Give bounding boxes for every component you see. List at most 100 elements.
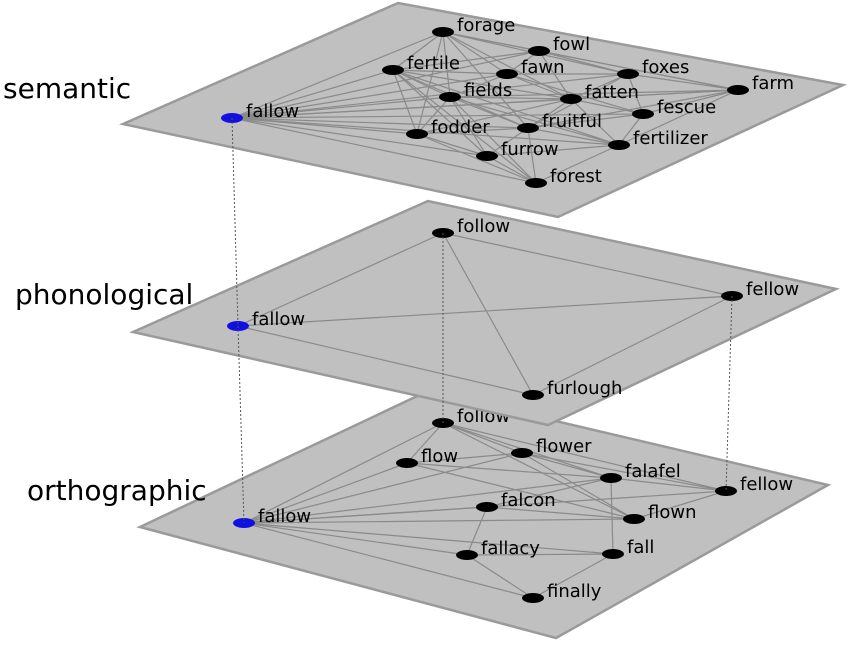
semantic-label-fawn: fawn bbox=[521, 57, 565, 78]
interlayer-link-fallow-semantic-phonological bbox=[231, 117, 239, 327]
semantic-label-fruitful: fruitful bbox=[542, 111, 602, 132]
orthographic-edge-fallacy-fall bbox=[466, 553, 614, 556]
semantic-edge-fertile-fertilizer bbox=[392, 69, 620, 146]
semantic-edge-forage-fields bbox=[442, 31, 451, 98]
semantic-edge-fields-fruitful bbox=[449, 96, 529, 129]
semantic-label-foxes: foxes bbox=[642, 57, 689, 78]
semantic-label-fields: fields bbox=[464, 80, 512, 101]
phonological-edge-fallow-follow bbox=[237, 232, 444, 327]
semantic-edge-fertile-fodder bbox=[392, 69, 418, 135]
phonological-node-furlough bbox=[522, 390, 544, 400]
interlayer-link-fellow-phonological-orthographic bbox=[725, 295, 733, 492]
semantic-edge-fatten-fertilizer bbox=[570, 98, 620, 146]
semantic-edge-fertile-fowl bbox=[392, 50, 540, 71]
semantic-edge-fowl-foxes bbox=[538, 50, 629, 75]
semantic-edge-fallow-furrow bbox=[231, 117, 488, 157]
semantic-edge-fodder-forest bbox=[416, 133, 537, 184]
phonological-edge-follow-fellow bbox=[442, 232, 733, 297]
semantic-edge-furrow-forest bbox=[486, 155, 537, 184]
semantic-node-fowl bbox=[528, 46, 550, 56]
orthographic-edge-follow-flow bbox=[406, 422, 444, 464]
semantic-edge-fallow-fertile bbox=[231, 69, 394, 119]
orthographic-edge-follow-flown bbox=[442, 422, 635, 520]
orthographic-edge-follow-flower bbox=[442, 422, 523, 454]
orthographic-edge-fellow-flown bbox=[633, 490, 727, 520]
orthographic-edge-flow-falafel bbox=[406, 462, 612, 479]
semantic-edge-fruitful-forest bbox=[527, 127, 537, 184]
orthographic-node-fellow bbox=[715, 486, 737, 496]
semantic-edge-fruitful-furrow bbox=[486, 127, 529, 157]
semantic-node-forest bbox=[525, 178, 547, 188]
phonological-layer-title: phonological bbox=[15, 278, 193, 311]
orthographic-label-fallacy: fallacy bbox=[481, 538, 540, 559]
orthographic-label-flown: flown bbox=[648, 502, 696, 523]
semantic-node-fatten bbox=[560, 94, 582, 104]
semantic-node-foxes bbox=[617, 69, 639, 79]
semantic-edge-fallow-forage bbox=[231, 31, 444, 119]
semantic-label-farm: farm bbox=[752, 73, 794, 94]
semantic-edge-farm-fescue bbox=[642, 89, 739, 115]
phonological-label-fellow: fellow bbox=[746, 279, 799, 300]
semantic-label-forage: forage bbox=[457, 15, 515, 36]
semantic-node-forage bbox=[432, 27, 454, 37]
semantic-label-fowl: fowl bbox=[553, 34, 590, 55]
orthographic-label-fellow: fellow bbox=[740, 474, 793, 495]
orthographic-edge-falafel-fellow bbox=[610, 477, 727, 492]
semantic-edge-fields-fatten bbox=[449, 96, 572, 100]
phonological-label-follow: follow bbox=[457, 216, 510, 237]
orthographic-node-fallacy bbox=[456, 550, 478, 560]
semantic-edge-farm-fertilizer bbox=[618, 89, 739, 146]
orthographic-edge-fallow-fallacy bbox=[243, 522, 468, 556]
semantic-edge-fatten-fruitful bbox=[527, 98, 572, 129]
orthographic-edge-follow-fellow bbox=[442, 422, 727, 492]
semantic-node-fertile bbox=[382, 65, 404, 75]
orthographic-edge-flow-flower bbox=[406, 452, 523, 464]
semantic-node-fertilizer bbox=[608, 140, 630, 150]
semantic-edge-fatten-fodder bbox=[416, 98, 572, 135]
semantic-label-furrow: furrow bbox=[501, 139, 559, 160]
semantic-node-farm bbox=[727, 85, 749, 95]
orthographic-edge-falafel-falcon bbox=[486, 477, 612, 508]
semantic-edge-fodder-furrow bbox=[416, 133, 488, 157]
orthographic-edge-fallow-flown bbox=[243, 518, 635, 524]
orthographic-edge-fallacy-finally bbox=[466, 554, 534, 599]
orthographic-edge-flow-flown bbox=[406, 462, 635, 520]
orthographic-edge-fallow-flow bbox=[243, 462, 408, 524]
orthographic-edge-flower-falafel bbox=[521, 452, 612, 479]
semantic-edge-forage-fertile bbox=[392, 31, 444, 71]
semantic-edge-fallow-fowl bbox=[231, 50, 540, 119]
semantic-node-furrow bbox=[476, 151, 498, 161]
orthographic-node-falcon bbox=[476, 502, 498, 512]
phonological-edge-fellow-furlough bbox=[532, 295, 733, 396]
semantic-edge-fallow-fescue bbox=[231, 113, 644, 119]
orthographic-label-finally: finally bbox=[547, 581, 602, 602]
semantic-edge-fertilizer-forest bbox=[535, 144, 620, 184]
semantic-node-fawn bbox=[496, 69, 518, 79]
orthographic-label-falcon: falcon bbox=[501, 490, 556, 511]
orthographic-edge-fall-finally bbox=[532, 553, 614, 599]
phonological-label-furlough: furlough bbox=[547, 378, 622, 399]
orthographic-edge-fallow-falafel bbox=[243, 477, 612, 524]
semantic-label-forest: forest bbox=[550, 166, 602, 187]
semantic-edge-fescue-fruitful bbox=[527, 113, 644, 129]
orthographic-label-falafel: falafel bbox=[625, 461, 681, 482]
semantic-edge-fruitful-fodder bbox=[416, 127, 529, 135]
semantic-node-fodder bbox=[406, 129, 428, 139]
semantic-edge-farm-fruitful bbox=[527, 89, 739, 129]
semantic-edge-fertile-fawn bbox=[392, 69, 508, 75]
orthographic-edge-fallow-follow bbox=[243, 422, 444, 524]
semantic-layer-title: semantic bbox=[3, 72, 131, 105]
semantic-edge-fertile-furrow bbox=[392, 69, 488, 157]
semantic-label-fallow: fallow bbox=[246, 101, 299, 122]
semantic-edge-fallow-forest bbox=[231, 117, 537, 184]
semantic-edge-farm-fields bbox=[449, 89, 739, 98]
semantic-label-fodder: fodder bbox=[431, 117, 490, 138]
semantic-node-fields bbox=[439, 92, 461, 102]
semantic-edge-farm-fatten bbox=[570, 89, 739, 100]
